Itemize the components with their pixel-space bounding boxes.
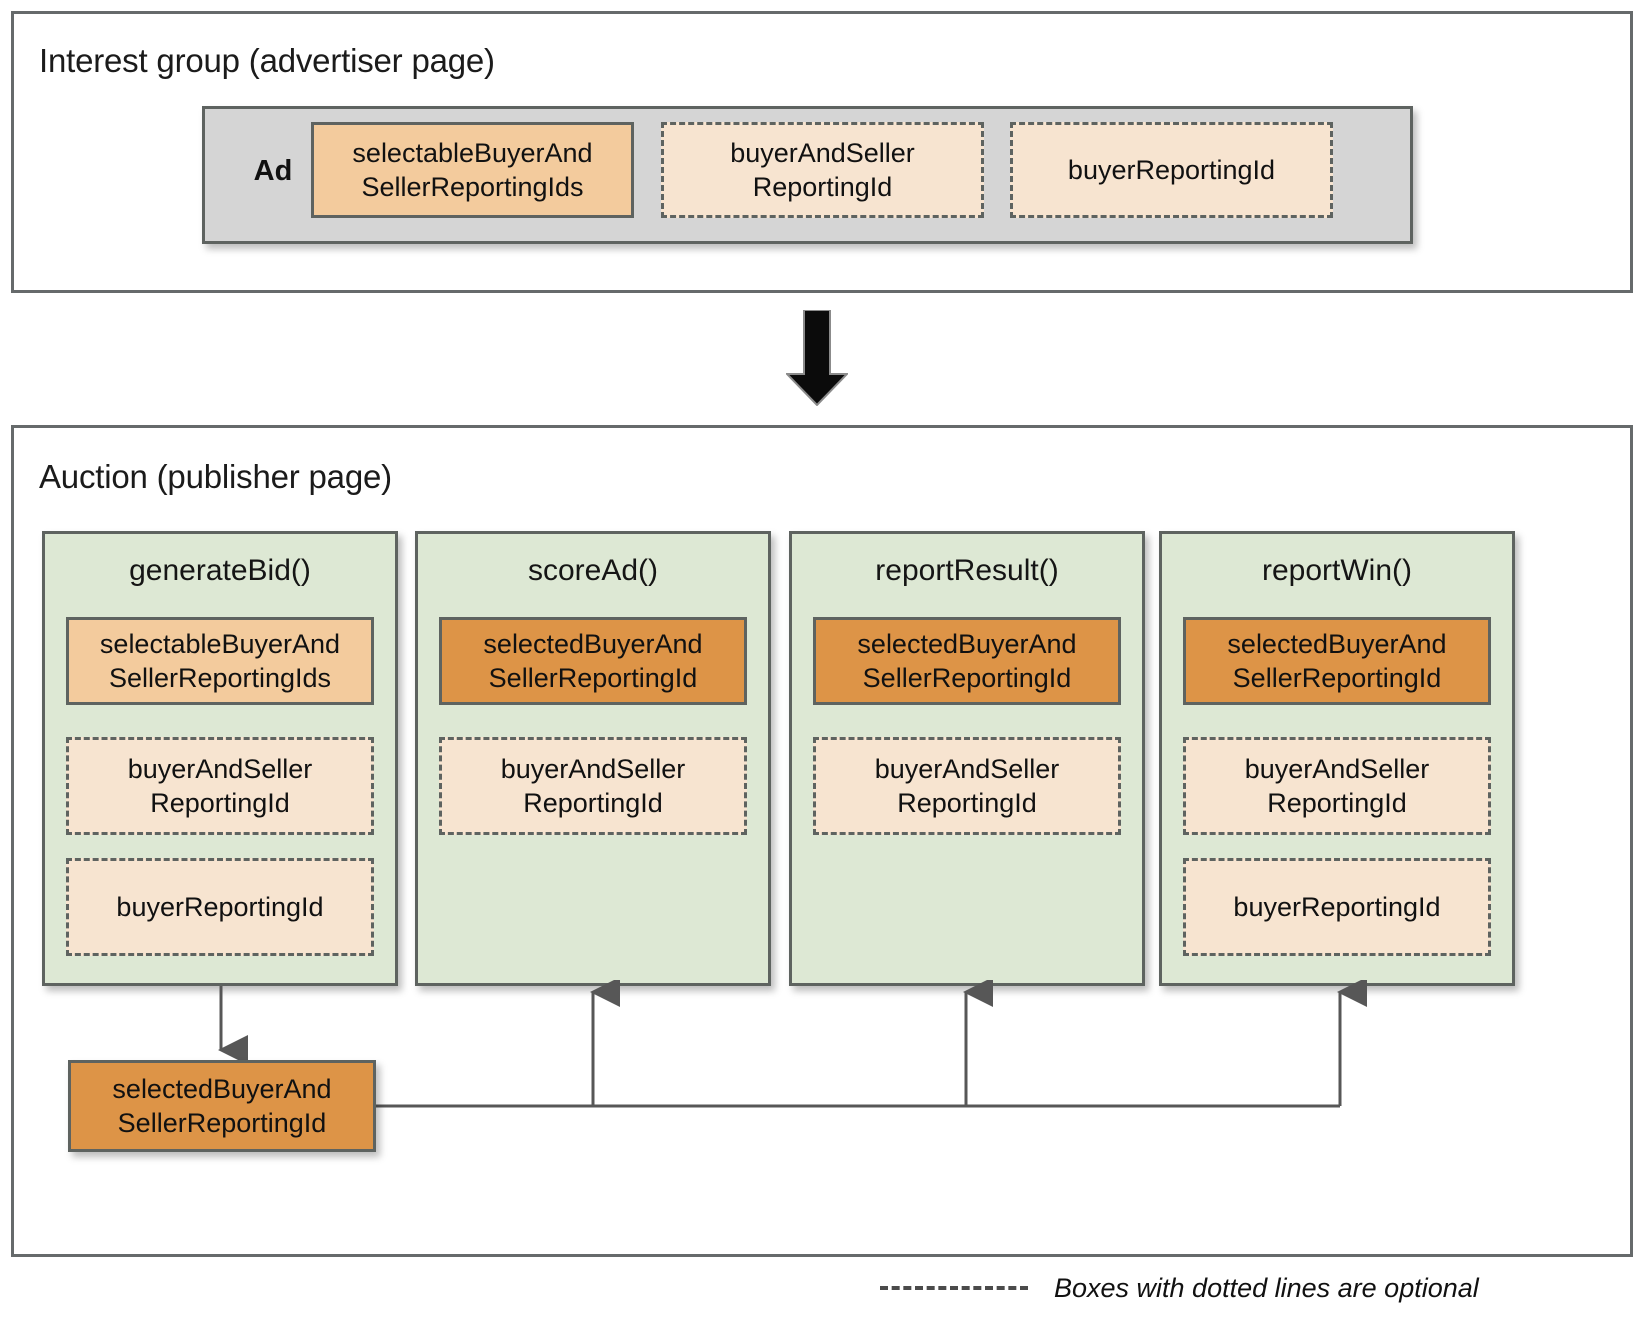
dashed-line-icon [880, 1286, 1028, 1290]
generatebid-buyer-reporting-id: buyerReportingId [66, 858, 374, 956]
ig-buyer-reporting-id: buyerReportingId [1010, 122, 1333, 218]
box-label: buyerReportingId [1233, 891, 1441, 922]
box-label: buyerReportingId [116, 891, 324, 922]
function-title-reportwin: reportWin() [1261, 554, 1412, 587]
legend-label: Boxes with dotted lines are optional [1054, 1272, 1479, 1303]
down-arrow-icon [786, 310, 848, 406]
reportwin-buyer-reporting-id: buyerReportingId [1183, 858, 1491, 956]
function-title-generatebid: generateBid() [129, 554, 311, 587]
box-label: buyerReportingId [1067, 154, 1276, 185]
function-title-scoread: scoreAd() [527, 554, 659, 587]
connector-arrows [218, 980, 1367, 1108]
interest-group-title: Interest group (advertiser page) [39, 42, 495, 79]
auction-title: Auction (publisher page) [39, 458, 392, 495]
function-title-reportresult: reportResult() [875, 554, 1059, 587]
legend: Boxes with dotted lines are optional [880, 1268, 1620, 1308]
ad-label: Ad [253, 155, 293, 187]
